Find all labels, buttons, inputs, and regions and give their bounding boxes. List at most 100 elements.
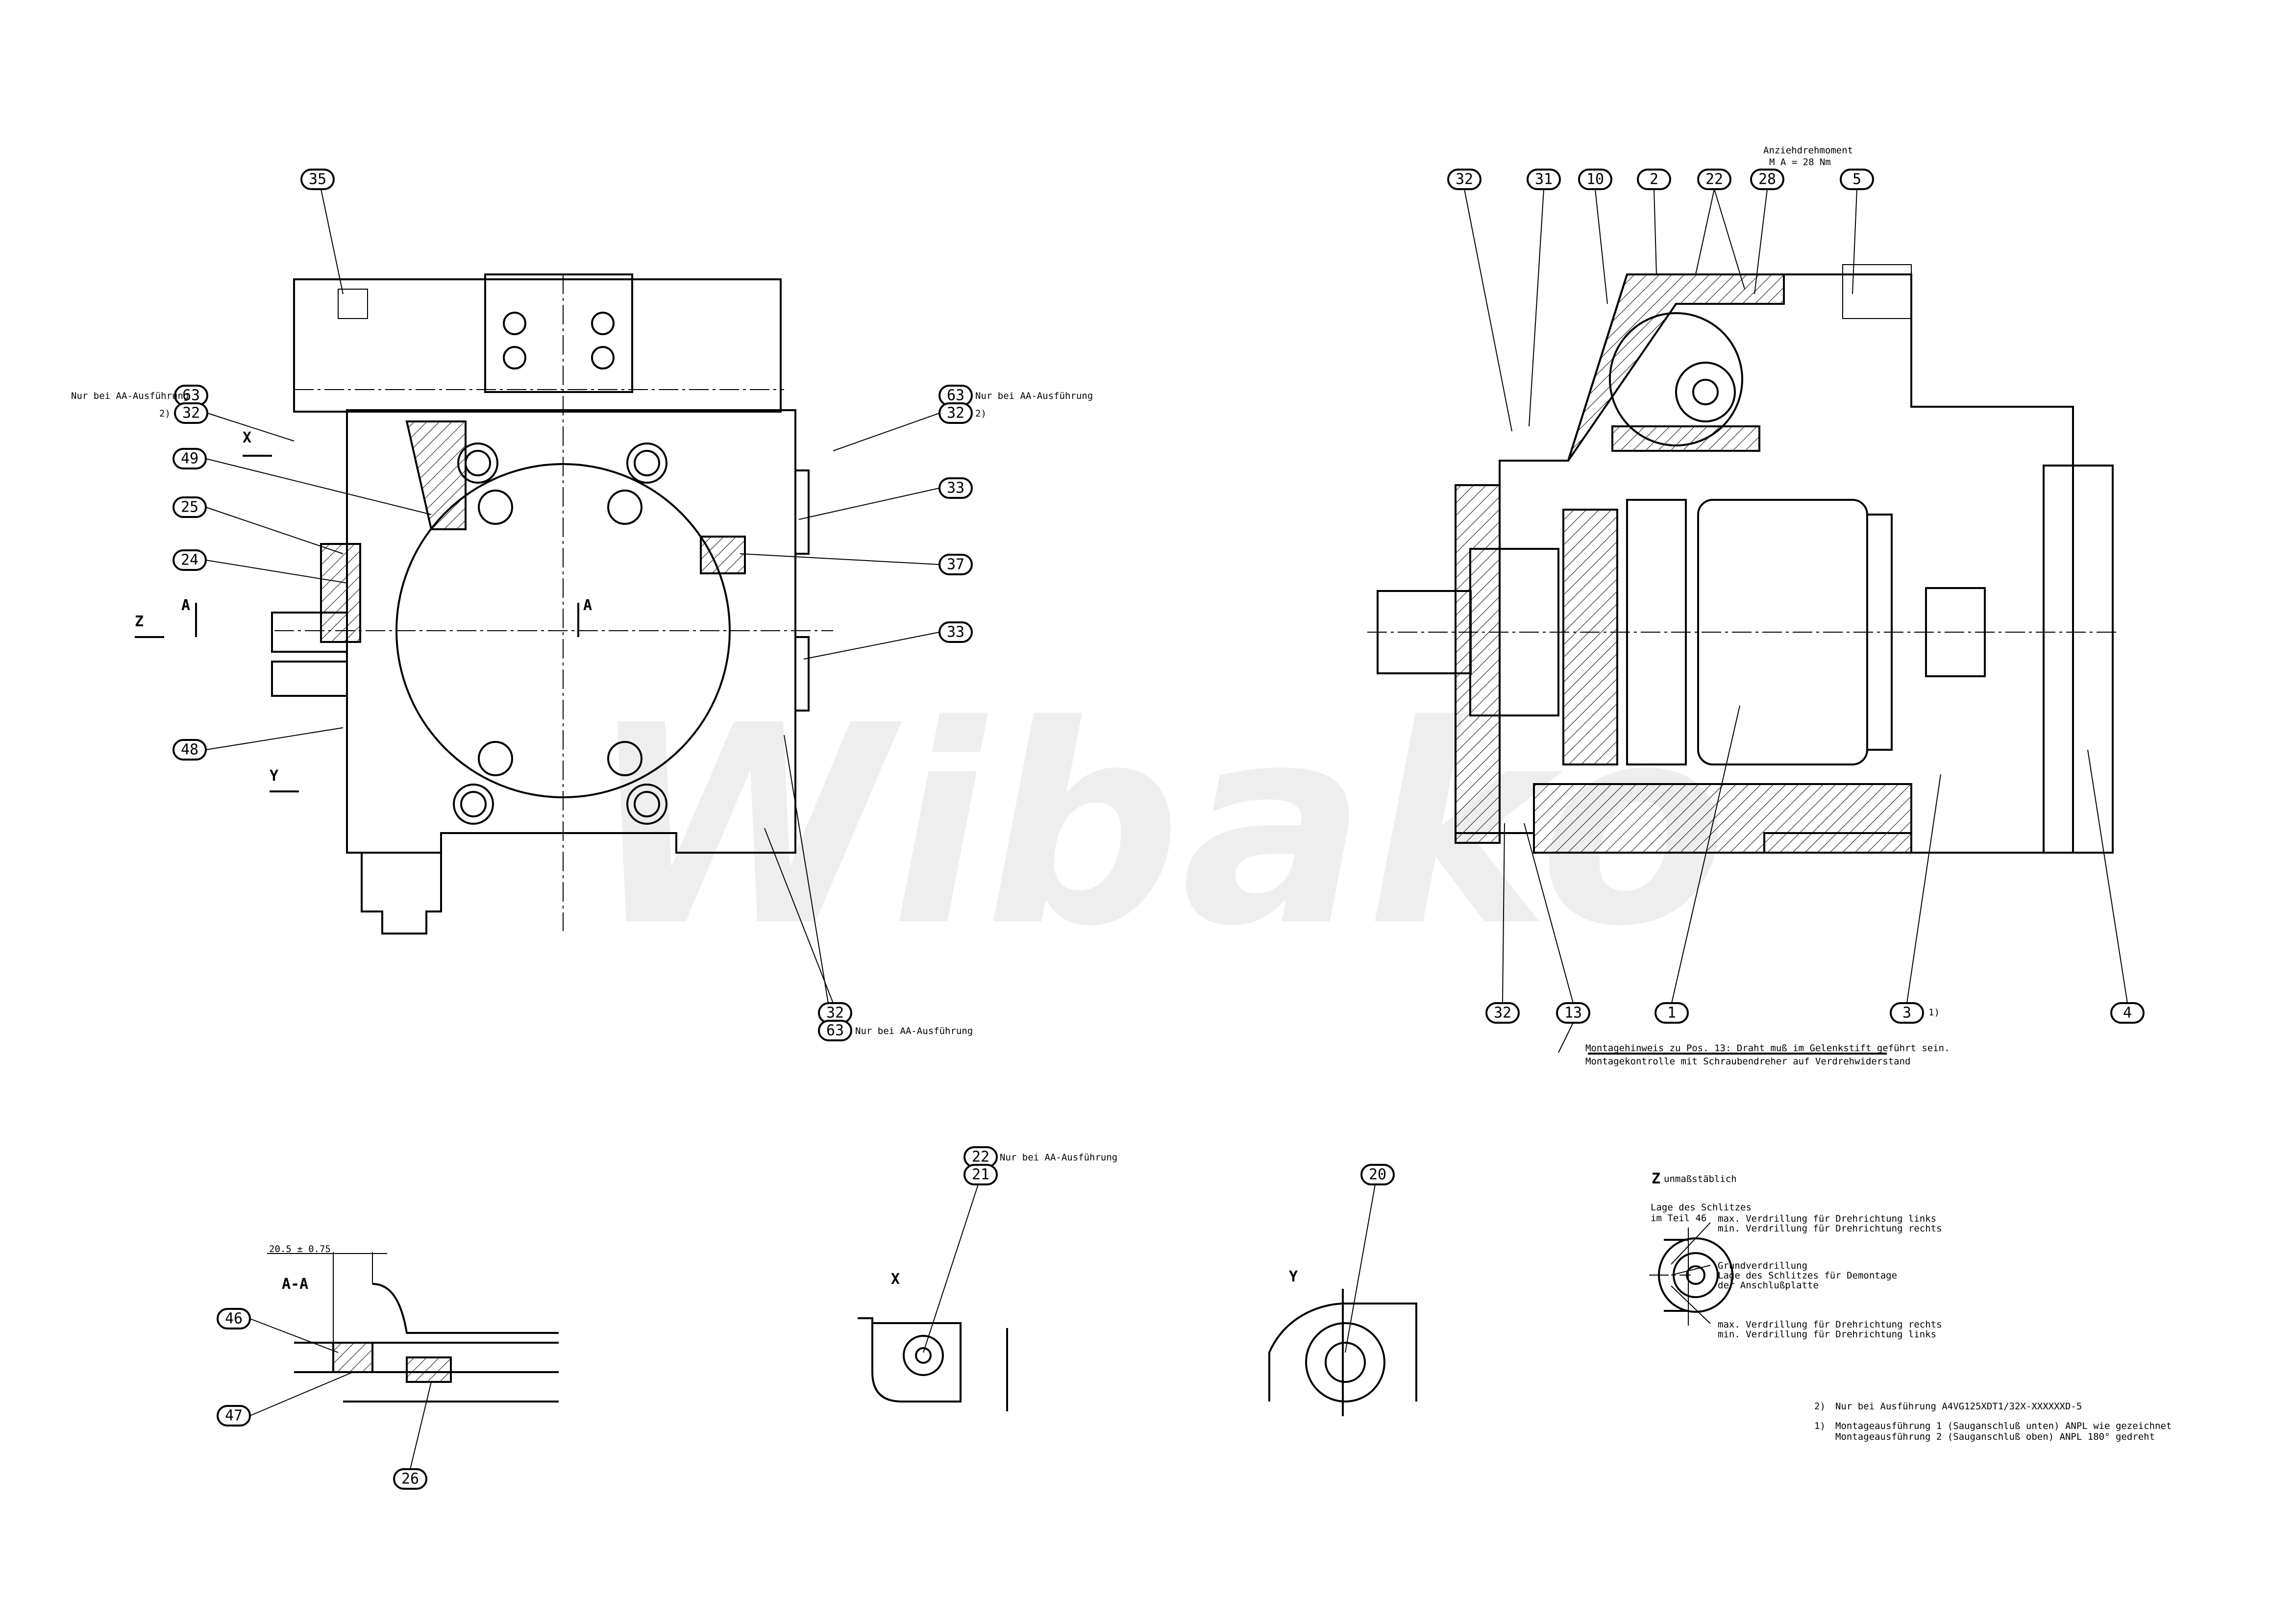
svg-text:33: 33: [947, 480, 964, 497]
balloon-33-lower: 33: [938, 621, 973, 643]
balloon-49: 49: [173, 448, 207, 469]
section-mark-a-right: A: [583, 597, 592, 614]
balloon-5: 5: [1840, 169, 1874, 190]
svg-text:22: 22: [972, 1149, 989, 1166]
svg-text:32: 32: [826, 1005, 844, 1022]
pump-front-view: [271, 273, 833, 935]
svg-text:4: 4: [2123, 1005, 2132, 1022]
balloon-48: 48: [173, 739, 207, 761]
svg-text:37: 37: [947, 556, 964, 573]
svg-text:10: 10: [1586, 171, 1604, 188]
detail-a-a: [267, 1252, 559, 1403]
svg-text:47: 47: [225, 1407, 243, 1425]
balloon-32-lower: 32: [1485, 1002, 1520, 1024]
balloon-32-left: 32: [174, 402, 208, 424]
z-note-top-2: min. Verdrillung für Drehrichtung rechts: [1718, 1223, 1942, 1234]
svg-text:21: 21: [972, 1166, 989, 1183]
z-note-mid-1: Grundverdrillung: [1718, 1260, 1807, 1271]
detail-z-title: Z: [1652, 1170, 1660, 1187]
svg-text:25: 25: [181, 499, 198, 516]
bolt-heads: [453, 312, 667, 825]
balloon-32-right: 32: [938, 402, 973, 424]
balloon-20: 20: [1360, 1164, 1395, 1185]
balloon-63-right: 63: [938, 385, 973, 406]
view-label-z: Z: [135, 613, 144, 630]
z-note-mid-3: der Anschlußplatte: [1718, 1280, 1819, 1291]
svg-text:48: 48: [181, 741, 198, 759]
note-aa-bottom: Nur bei AA-Ausführung: [855, 1026, 973, 1036]
footnote-1-mark-bottom: 1): [1814, 1421, 1826, 1431]
slot-label-1: Lage des Schlitzes: [1651, 1202, 1752, 1213]
balloon-26: 26: [393, 1468, 427, 1490]
footnote-1-text-1: Montageausführung 1 (Sauganschluß unten)…: [1835, 1421, 2172, 1431]
svg-text:1: 1: [1667, 1005, 1676, 1022]
svg-text:35: 35: [309, 171, 326, 188]
torque-value: M A = 28 Nm: [1769, 157, 1831, 168]
balloon-21: 21: [963, 1164, 998, 1185]
svg-text:33: 33: [947, 624, 964, 641]
assembly-note-2: Montagekontrolle mit Schraubendreher auf…: [1585, 1056, 1910, 1067]
torque-title: Anziehdrehmoment: [1763, 145, 1853, 156]
detail-y-title: Y: [1289, 1268, 1298, 1285]
balloon-1: 1: [1654, 1002, 1689, 1024]
detail-y: [1268, 1289, 1417, 1416]
z-note-mid-2: Lage des Schlitzes für Demontage: [1718, 1270, 1897, 1281]
svg-text:46: 46: [225, 1310, 243, 1328]
leader-lines-section: [1464, 189, 2128, 1055]
svg-text:24: 24: [181, 552, 198, 569]
svg-text:32: 32: [947, 405, 964, 422]
balloon-33-upper: 33: [938, 477, 973, 499]
note-aa-detail-x: Nur bei AA-Ausführung: [1000, 1152, 1117, 1163]
detail-x: [858, 1317, 1008, 1411]
svg-text:5: 5: [1852, 171, 1861, 188]
svg-text:49: 49: [181, 450, 198, 468]
svg-text:32: 32: [182, 405, 200, 422]
svg-text:63: 63: [826, 1022, 844, 1039]
footnote-2-text: Nur bei Ausführung A4VG125XDT1/32X-XXXXX…: [1835, 1401, 2082, 1412]
svg-text:32: 32: [1494, 1005, 1511, 1022]
footnote-1-text-2: Montageausführung 2 (Sauganschluß oben) …: [1835, 1431, 2155, 1442]
svg-text:63: 63: [182, 387, 200, 404]
balloon-2: 2: [1637, 169, 1671, 190]
svg-text:28: 28: [1758, 171, 1776, 188]
footnote-2-mark: 2): [1814, 1401, 1826, 1412]
footnote-2-right: 2): [975, 408, 987, 419]
view-label-x: X: [243, 429, 251, 446]
balloon-31: 31: [1527, 169, 1561, 190]
balloon-46: 46: [217, 1308, 251, 1329]
section-mark-a-left: A: [181, 597, 190, 614]
balloon-25: 25: [173, 496, 207, 518]
slot-label-2: im Teil 46: [1651, 1213, 1706, 1224]
view-label-y: Y: [270, 767, 278, 785]
svg-text:26: 26: [401, 1471, 419, 1488]
svg-text:22: 22: [1705, 171, 1723, 188]
z-note-top-1: max. Verdrillung für Drehrichtung links: [1718, 1213, 1936, 1224]
balloon-37: 37: [938, 554, 973, 575]
leader-lines-left: [205, 189, 940, 1004]
svg-text:31: 31: [1535, 171, 1553, 188]
svg-text:32: 32: [1456, 171, 1473, 188]
balloon-32-top: 32: [1447, 169, 1481, 190]
note-aa-left: Nur bei AA-Ausführung: [71, 391, 189, 401]
footnote-2-left: 2): [159, 408, 171, 419]
balloon-22-detail: 22: [963, 1146, 998, 1168]
detail-x-title: X: [891, 1271, 900, 1288]
footnote-1-mark: 1): [1928, 1007, 1940, 1018]
svg-text:63: 63: [947, 387, 964, 404]
balloon-28: 28: [1750, 169, 1784, 190]
svg-text:13: 13: [1564, 1005, 1582, 1022]
balloon-47: 47: [217, 1405, 251, 1427]
z-note-bot-1: max. Verdrillung für Drehrichtung rechts: [1718, 1319, 1942, 1330]
detail-z-subtitle: unmaßstäblich: [1664, 1174, 1737, 1184]
dimension-20-5: 20.5 ± 0.75: [269, 1244, 331, 1255]
balloon-10: 10: [1578, 169, 1612, 190]
detail-a-a-title: A-A: [282, 1276, 308, 1293]
balloon-4: 4: [2110, 1002, 2145, 1024]
svg-text:2: 2: [1650, 171, 1658, 188]
assembly-note-1: Montagehinweis zu Pos. 13: Draht muß im …: [1585, 1043, 1950, 1054]
balloon-32-bottom: 32: [818, 1002, 852, 1024]
balloon-3: 3: [1890, 1002, 1924, 1024]
balloon-24: 24: [173, 549, 207, 571]
detail-z: [1649, 1222, 1733, 1326]
